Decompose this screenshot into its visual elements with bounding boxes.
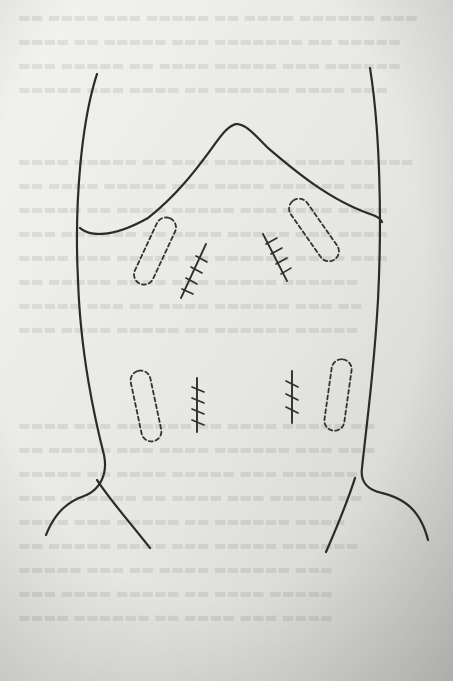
illustration-svg: ▬▬ ▬▬▬▬ ▬▬▬ ▬▬▬▬▬ ▬▬ ▬▬▬▬ ▬▬▬▬▬▬ ▬▬▬ ▬▬▬… [0, 0, 453, 681]
photo-vignette [0, 0, 453, 681]
illustration-plate: ▬▬ ▬▬▬▬ ▬▬▬ ▬▬▬▬▬ ▬▬ ▬▬▬▬ ▬▬▬▬▬▬ ▬▬▬ ▬▬▬… [0, 0, 453, 681]
